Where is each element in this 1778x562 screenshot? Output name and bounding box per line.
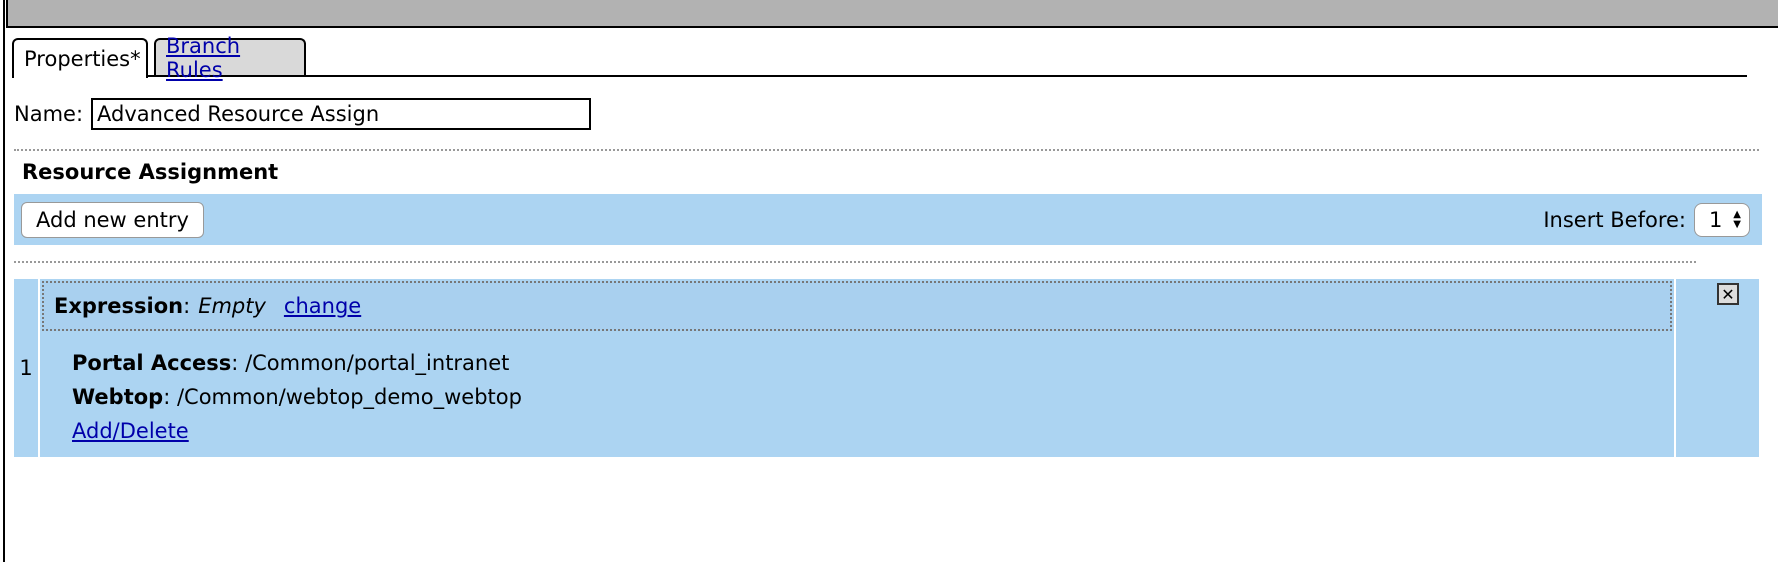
insert-before-group: Insert Before: 1 ▲▼: [1543, 202, 1750, 237]
dotted-divider: [14, 261, 1696, 263]
name-input[interactable]: [91, 98, 592, 130]
close-icon[interactable]: ✕: [1717, 283, 1739, 305]
tab-branch-rules[interactable]: Branch Rules: [154, 34, 306, 82]
add-delete-row: Add/Delete: [72, 419, 189, 443]
expression-label: Expression: [54, 294, 184, 318]
section-title: Resource Assignment: [22, 160, 279, 184]
webtop-label: Webtop: [72, 385, 164, 409]
tab-properties[interactable]: Properties*: [12, 38, 148, 78]
portal-access-colon: :: [231, 351, 246, 375]
change-link[interactable]: change: [283, 294, 362, 318]
tab-branch-rules-label: Branch Rules: [166, 33, 241, 82]
add-new-entry-button[interactable]: Add new entry: [21, 201, 204, 238]
insert-before-value: 1: [1709, 207, 1723, 232]
webtop-value: /Common/webtop_demo_webtop: [176, 385, 522, 409]
name-label: Name:: [14, 102, 84, 126]
stepper-arrows-icon: ▲▼: [1733, 208, 1741, 230]
expression-value: Empty: [198, 294, 266, 318]
entry-body: Expression: Empty change Portal Access: …: [42, 279, 1676, 457]
expression-row: Expression: Empty change: [42, 281, 1672, 331]
add-delete-link[interactable]: Add/Delete: [72, 419, 189, 443]
tab-properties-label: Properties*: [24, 47, 141, 71]
tab-divider: [12, 75, 1747, 77]
entry-number: 1: [14, 279, 40, 457]
insert-before-select[interactable]: 1 ▲▼: [1694, 202, 1750, 237]
tab-bar: Properties* Branch Rules: [12, 34, 1747, 82]
webtop-colon: :: [163, 385, 177, 409]
entry-toolbar: Add new entry Insert Before: 1 ▲▼: [14, 194, 1762, 245]
window-left-border: [0, 0, 5, 562]
portal-access-value: /Common/portal_intranet: [245, 351, 510, 375]
portal-access-row: Portal Access: /Common/portal_intranet: [72, 351, 509, 375]
expression-colon: :: [183, 294, 191, 318]
portal-access-label: Portal Access: [72, 351, 232, 375]
name-row: Name:: [14, 98, 592, 130]
resource-entry: 1 Expression: Empty change Portal Access…: [14, 279, 1759, 457]
insert-before-label: Insert Before:: [1543, 207, 1686, 232]
top-bar: [6, 0, 1778, 28]
dotted-divider: [14, 149, 1759, 151]
webtop-row: Webtop: /Common/webtop_demo_webtop: [72, 385, 522, 409]
